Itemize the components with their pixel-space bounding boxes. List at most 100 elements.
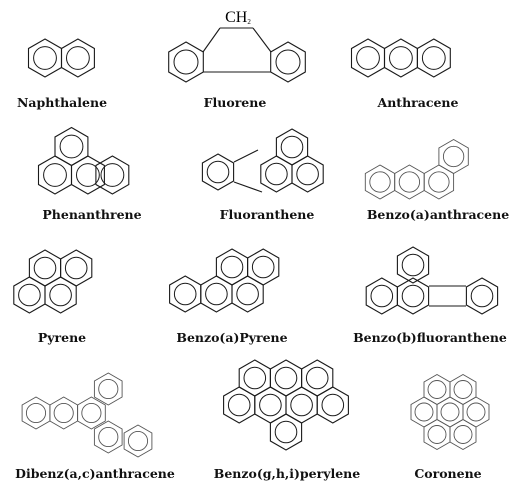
pyrene-label: Pyrene bbox=[38, 330, 86, 345]
anthracene-aromatic-circle bbox=[389, 46, 413, 70]
benzo-b-fluoranthene-aromatic-circle bbox=[401, 253, 425, 277]
coronene-ring bbox=[449, 373, 477, 406]
benzo-b-fluoranthene-structure bbox=[365, 246, 499, 315]
benzo-ghi-perylene-ring bbox=[269, 413, 303, 451]
benzo-ghi-perylene-aromatic-circle bbox=[321, 393, 345, 417]
benzo-a-pyrene-aromatic-circle bbox=[251, 255, 275, 279]
fluoranthene-bond bbox=[233, 181, 263, 193]
fluorene-bond bbox=[202, 27, 221, 53]
benzo-ghi-perylene-aromatic-circle bbox=[259, 393, 282, 417]
benzo-ghi-perylene-aromatic-circle bbox=[243, 366, 267, 390]
fluoranthene-aromatic-circle bbox=[296, 162, 319, 186]
ch2-annotation: CH2 bbox=[225, 9, 251, 26]
phenanthrene-aromatic-circle bbox=[43, 163, 67, 187]
dibenz-ac-anthracene-aromatic-circle bbox=[53, 402, 74, 424]
coronene-structure bbox=[410, 373, 490, 451]
benzo-ghi-perylene-aromatic-circle bbox=[274, 420, 298, 444]
benzo-ghi-perylene-aromatic-circle bbox=[227, 393, 251, 417]
benzo-b-fluoranthene-ring bbox=[396, 277, 430, 315]
benzo-a-pyrene-aromatic-circle bbox=[205, 282, 228, 306]
anthracene-aromatic-circle bbox=[421, 46, 446, 70]
phenanthrene-ring bbox=[54, 126, 89, 167]
phenanthrene-aromatic-circle bbox=[59, 134, 84, 159]
dibenz-ac-anthracene-ring bbox=[123, 424, 153, 458]
dibenz-ac-anthracene-aromatic-circle bbox=[127, 430, 149, 452]
phenanthrene-label: Phenanthrene bbox=[42, 207, 141, 222]
dibenz-ac-anthracene-aromatic-circle bbox=[98, 378, 119, 400]
dibenz-ac-anthracene-aromatic-circle bbox=[81, 402, 102, 424]
coronene-aromatic-circle bbox=[414, 402, 434, 422]
coronene-aromatic-circle bbox=[427, 425, 447, 444]
fluoranthene-ring bbox=[291, 155, 324, 193]
coronene-label: Coronene bbox=[414, 466, 481, 481]
benzo-a-anthracene-ring bbox=[438, 138, 469, 175]
pyrene-aromatic-circle bbox=[18, 283, 41, 307]
phenanthrene-structure bbox=[37, 126, 130, 195]
fluorene-aromatic-circle bbox=[173, 49, 199, 75]
benzo-b-fluoranthene-label: Benzo(b)fluoranthene bbox=[353, 330, 507, 345]
dibenz-ac-anthracene-aromatic-circle bbox=[98, 426, 119, 448]
naphthalene-aromatic-circle bbox=[66, 46, 90, 70]
naphthalene-ring bbox=[60, 38, 95, 78]
benzo-b-fluoranthene-aromatic-circle bbox=[401, 284, 425, 308]
fluorene-bond bbox=[252, 27, 272, 53]
benzo-a-anthracene-aromatic-circle bbox=[369, 171, 391, 193]
fluoranthene-aromatic-circle bbox=[265, 162, 288, 186]
fluoranthene-bond bbox=[233, 149, 259, 163]
dibenz-ac-anthracene-ring bbox=[93, 420, 123, 454]
benzo-ghi-perylene-label: Benzo(g,h,i)perylene bbox=[214, 466, 360, 481]
naphthalene-label: Naphthalene bbox=[17, 95, 107, 110]
benzo-b-fluoranthene-ring bbox=[396, 246, 430, 284]
coronene-aromatic-circle bbox=[466, 402, 486, 422]
benzo-b-fluoranthene-aromatic-circle bbox=[370, 284, 394, 308]
anthracene-label: Anthracene bbox=[377, 95, 459, 110]
benzo-a-pyrene-aromatic-circle bbox=[220, 255, 244, 279]
benzo-a-anthracene-structure bbox=[364, 138, 469, 200]
phenanthrene-aromatic-circle bbox=[100, 163, 125, 187]
benzo-ghi-perylene-structure bbox=[223, 359, 349, 451]
dibenz-ac-anthracene-label: Dibenz(a,c)anthracene bbox=[15, 466, 175, 481]
pyrene-structure bbox=[13, 249, 93, 314]
naphthalene-structure bbox=[27, 38, 95, 78]
fluoranthene-ring bbox=[201, 153, 235, 191]
coronene-aromatic-circle bbox=[453, 425, 473, 444]
pyrene-aromatic-circle bbox=[33, 256, 57, 280]
dibenz-ac-anthracene-ring bbox=[93, 372, 123, 406]
anthracene-aromatic-circle bbox=[356, 46, 380, 70]
coronene-aromatic-circle bbox=[453, 380, 473, 399]
dibenz-ac-anthracene-ring bbox=[77, 396, 106, 430]
benzo-a-pyrene-aromatic-circle bbox=[173, 282, 197, 306]
fluoranthene-aromatic-circle bbox=[206, 160, 230, 184]
benzo-a-anthracene-aromatic-circle bbox=[428, 171, 450, 193]
benzo-a-pyrene-aromatic-circle bbox=[236, 282, 259, 306]
fluorene-label: Fluorene bbox=[204, 95, 267, 110]
benzo-b-fluoranthene-ring bbox=[465, 277, 499, 315]
benzo-a-anthracene-label: Benzo(a)anthracene bbox=[367, 207, 509, 222]
coronene-aromatic-circle bbox=[440, 402, 460, 422]
benzo-a-anthracene-aromatic-circle bbox=[398, 171, 421, 193]
dibenz-ac-anthracene-structure bbox=[21, 372, 153, 458]
pyrene-aromatic-circle bbox=[49, 283, 72, 307]
fluorene-aromatic-circle bbox=[275, 49, 301, 75]
benzo-a-pyrene-label: Benzo(a)Pyrene bbox=[176, 330, 287, 345]
fluorene-structure bbox=[168, 27, 306, 83]
fluoranthene-structure bbox=[201, 128, 324, 193]
fluoranthene-label: Fluoranthene bbox=[220, 207, 315, 222]
anthracene-structure bbox=[350, 38, 451, 78]
coronene-aromatic-circle bbox=[427, 380, 447, 399]
fluoranthene-aromatic-circle bbox=[280, 135, 304, 159]
benzo-a-anthracene-aromatic-circle bbox=[442, 145, 465, 168]
naphthalene-aromatic-circle bbox=[33, 46, 57, 70]
pyrene-ring bbox=[44, 276, 77, 314]
benzo-ghi-perylene-aromatic-circle bbox=[274, 366, 298, 390]
benzo-ghi-perylene-aromatic-circle bbox=[290, 393, 313, 417]
pyrene-aromatic-circle bbox=[64, 256, 88, 280]
phenanthrene-ring bbox=[95, 155, 130, 195]
anthracene-ring bbox=[416, 38, 451, 78]
benzo-b-fluoranthene-aromatic-circle bbox=[470, 284, 494, 308]
phenanthrene-aromatic-circle bbox=[76, 163, 100, 187]
benzo-a-pyrene-ring bbox=[231, 275, 264, 313]
benzo-a-pyrene-structure bbox=[169, 248, 280, 313]
